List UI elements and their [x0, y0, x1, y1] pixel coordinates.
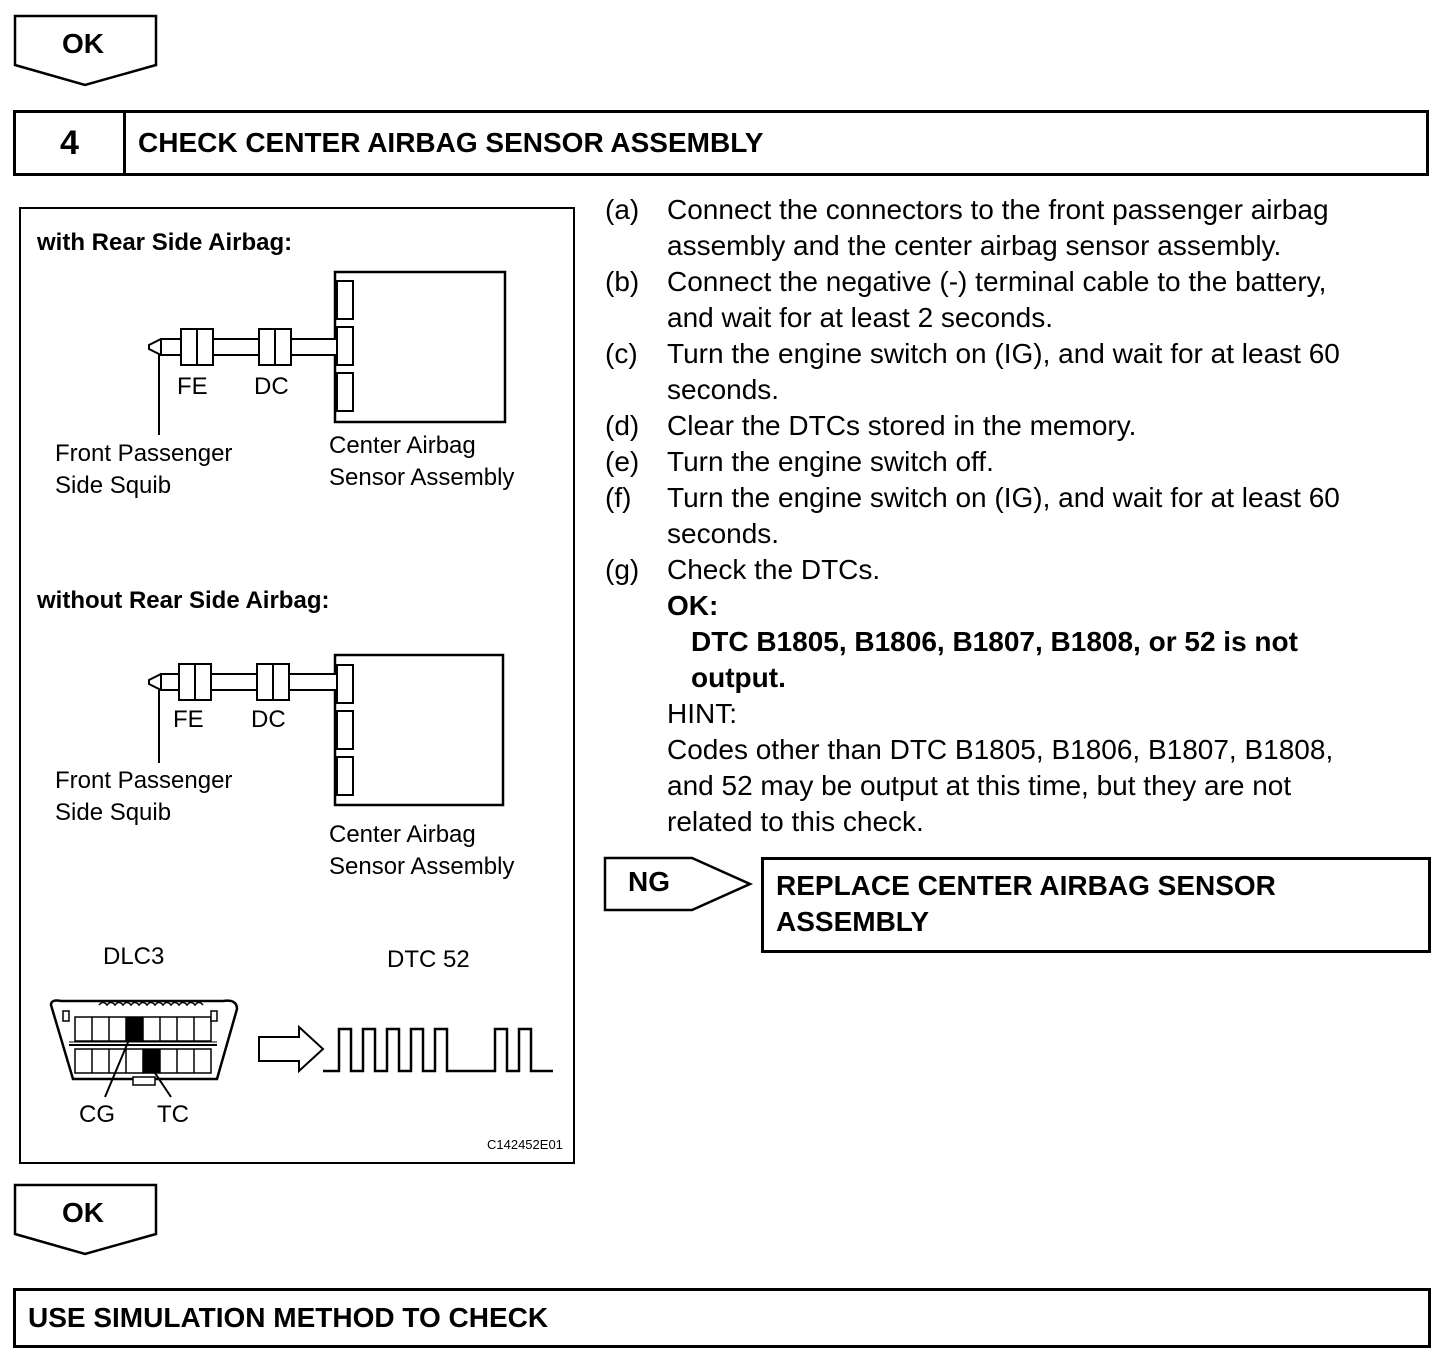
procedure-step: (g) Check the DTCs.: [605, 554, 881, 585]
hint-line: and 52 may be output at this time, but t…: [667, 770, 1292, 801]
procedure-list: (a) Connect the connectors to the front …: [605, 192, 1425, 840]
dc-label-1: DC: [254, 373, 289, 400]
step-header: 4 CHECK CENTER AIRBAG SENSOR ASSEMBLY: [13, 110, 1429, 176]
squib-label-2b: Side Squib: [55, 799, 172, 826]
ok-arrow-top: [13, 14, 158, 87]
ng-arrow: [603, 856, 754, 912]
hint-line: related to this check.: [667, 806, 924, 837]
dlc3-label: DLC3: [103, 943, 165, 970]
sensor-label-1a: Center Airbag: [329, 432, 476, 459]
ng-arrow-label: NG: [628, 866, 670, 897]
figure-id: C142452E01: [487, 1137, 563, 1152]
dtc52-label: DTC 52: [387, 946, 470, 973]
fe-label-2: FE: [173, 706, 204, 733]
figure-panel: with Rear Side Airbag: FE DC Front Passe…: [19, 207, 575, 1164]
ok-arrow-top-label: OK: [62, 28, 104, 59]
connector-diagram-without: [148, 653, 505, 807]
procedure-step: (a) Connect the connectors to the front …: [605, 194, 1329, 261]
hint-line: Codes other than DTC B1805, B1806, B1807…: [667, 734, 1334, 765]
dlc3-connector-icon: [49, 999, 239, 1098]
without-rear-airbag-heading: without Rear Side Airbag:: [37, 587, 330, 614]
connector-diagram-with: [148, 270, 507, 435]
squib-label-1b: Side Squib: [55, 472, 172, 499]
step-title: CHECK CENTER AIRBAG SENSOR ASSEMBLY: [138, 127, 764, 158]
procedure-step: (c) Turn the engine switch on (IG), and …: [605, 338, 1340, 405]
waveform-diagram: [258, 1024, 553, 1074]
ng-result-line: REPLACE CENTER AIRBAG SENSOR: [776, 870, 1276, 901]
final-step-title: USE SIMULATION METHOD TO CHECK: [28, 1302, 549, 1333]
squib-label-2a: Front Passenger: [55, 767, 233, 794]
ng-result-line: ASSEMBLY: [776, 906, 930, 937]
tc-label: TC: [157, 1101, 189, 1128]
ok-arrow-bottom: [13, 1183, 158, 1256]
procedure-step: (e) Turn the engine switch off.: [605, 446, 994, 477]
ok-arrow-bottom-label: OK: [62, 1197, 104, 1228]
hint-label: HINT:: [667, 698, 737, 729]
sensor-label-2b: Sensor Assembly: [329, 853, 515, 880]
ok-spec-line: DTC B1805, B1806, B1807, B1808, or 52 is…: [691, 626, 1298, 657]
step-number: 4: [16, 113, 126, 173]
fe-label-1: FE: [177, 373, 208, 400]
with-rear-airbag-heading: with Rear Side Airbag:: [37, 229, 293, 256]
ng-result-box: REPLACE CENTER AIRBAG SENSOR ASSEMBLY: [761, 857, 1431, 953]
ok-spec-label: OK:: [667, 590, 719, 621]
procedure-step: (f) Turn the engine switch on (IG), and …: [605, 482, 1340, 549]
dc-label-2: DC: [251, 706, 286, 733]
procedure-step: (b) Connect the negative (-) terminal ca…: [605, 266, 1327, 333]
cg-label: CG: [79, 1101, 115, 1128]
sensor-label-1b: Sensor Assembly: [329, 464, 515, 491]
final-step-box: USE SIMULATION METHOD TO CHECK: [13, 1288, 1431, 1348]
ok-spec-line: output.: [691, 662, 786, 693]
squib-label-1a: Front Passenger: [55, 440, 233, 467]
sensor-label-2a: Center Airbag: [329, 821, 476, 848]
procedure-step: (d) Clear the DTCs stored in the memory.: [605, 410, 1137, 441]
